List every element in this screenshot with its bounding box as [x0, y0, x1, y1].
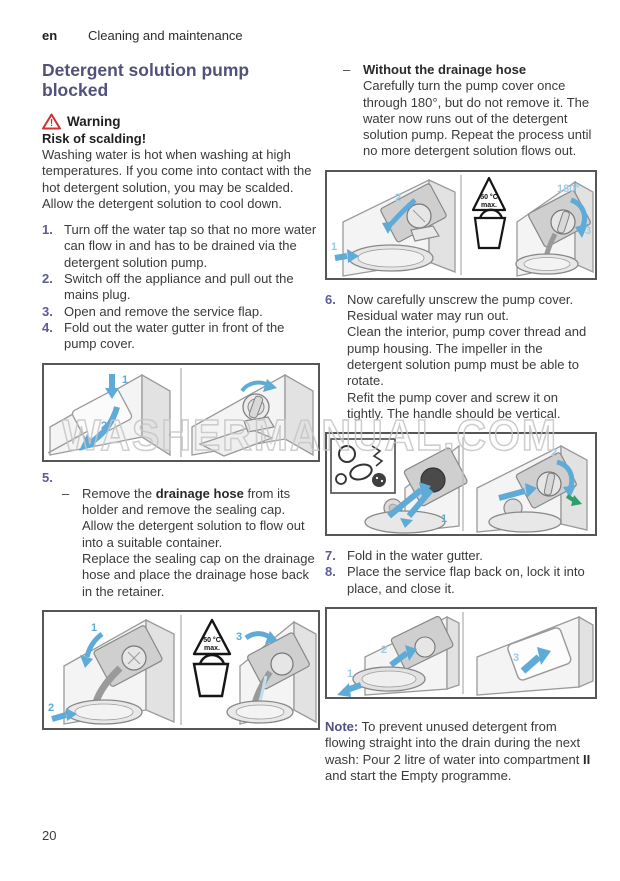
- step-5-text: Remove the drainage hose from its holder…: [82, 486, 320, 600]
- figure-step-label: 2: [551, 447, 557, 459]
- machine-corner-gutter-illustration: [191, 373, 314, 457]
- seal-parts-inset-illustration: [330, 438, 396, 494]
- step-number: 3.: [42, 303, 53, 319]
- right-column: – Without the drainage hose Carefully tu…: [325, 62, 597, 784]
- step-text: Open and remove the service flap.: [64, 303, 263, 319]
- note-compartment-II: II: [582, 751, 591, 767]
- figure-refit-flap: 1 2 3: [325, 607, 597, 700]
- figure-step-label: 1: [122, 374, 128, 386]
- risk-title: Risk of scalding!: [42, 131, 147, 146]
- figure-remove-flap: 1 2: [42, 362, 320, 462]
- page-number: 20: [42, 828, 57, 843]
- max-50c-bucket-illustration: 50 °C max.: [192, 618, 232, 698]
- warning-label: Warning: [67, 114, 121, 129]
- text-bold: drainage hose: [155, 485, 244, 501]
- risk-body: Washing water is hot when washing at hig…: [42, 147, 312, 211]
- step-number: 5.: [42, 469, 53, 485]
- warning-triangle-icon: !: [42, 113, 61, 130]
- close-flap-illustration: 3: [476, 615, 594, 696]
- language-tag: en: [42, 28, 58, 43]
- triangle-max-text: max.: [481, 202, 497, 209]
- figure-step-label: 3: [585, 225, 591, 237]
- dash-bullet: –: [343, 62, 351, 77]
- open-pump-housing-illustration: 1: [364, 444, 468, 534]
- note-pre: To prevent unused detergent from flowing…: [325, 719, 583, 767]
- figure-unscrew-cover: 1 2: [325, 432, 597, 537]
- without-hose-body: Carefully turn the pump cover once throu…: [363, 78, 592, 159]
- fold-in-gutter-illustration: 1 2: [337, 615, 460, 698]
- svg-text:!: !: [50, 118, 53, 129]
- step-1: 1. Turn off the water tap so that no mor…: [42, 222, 320, 271]
- step-number: 4.: [42, 319, 53, 335]
- step-3: 3. Open and remove the service flap.: [42, 304, 320, 320]
- triangle-max-text: max.: [204, 645, 220, 652]
- step-number: 1.: [42, 222, 53, 238]
- step-number: 8.: [325, 564, 336, 580]
- without-hose-item: – Without the drainage hose Carefully tu…: [325, 62, 597, 160]
- dash-bullet: –: [62, 485, 70, 501]
- figure-step-label: 1: [441, 513, 447, 525]
- step-text: Turn off the water tap so that no more w…: [64, 222, 317, 270]
- step-5-subitem: – Remove the drainage hose from its hold…: [42, 486, 320, 600]
- without-hose-content: Without the drainage hose Carefully turn…: [363, 62, 597, 160]
- figure-step-label: 2: [395, 192, 401, 204]
- step-number: 2.: [42, 271, 53, 287]
- figure-180-label: 180°: [557, 183, 580, 195]
- machine-corner-illustration: 1 2: [47, 373, 171, 456]
- text-post: from its holder and remove the sealing c…: [82, 485, 315, 599]
- figure-step-label: 1: [347, 668, 353, 680]
- step-text: Switch off the appliance and pull out th…: [64, 271, 294, 303]
- note-post: and start the Empty programme.: [325, 767, 512, 783]
- figure-step-label: 1: [91, 622, 97, 634]
- figure-step-label: 2: [101, 420, 107, 432]
- warning-row: ! Warning: [42, 113, 320, 130]
- step-6: 6. Now carefully unscrew the pump cover.…: [325, 292, 597, 422]
- figure-step-label: 2: [381, 644, 387, 656]
- step-text: Fold out the water gutter in front of th…: [64, 319, 285, 352]
- hose-into-bowl-illustration: 1 2: [48, 618, 175, 725]
- text-pre: Remove the: [82, 485, 156, 501]
- left-column: Detergent solution pump blocked ! Warnin…: [42, 60, 320, 730]
- figure-step-label: 3: [236, 631, 242, 643]
- step-text: Place the service flap back on, lock it …: [347, 564, 585, 596]
- step-4: 4. Fold out the water gutter in front of…: [42, 320, 320, 353]
- step-5: 5.: [42, 470, 320, 486]
- figure-step-label: 3: [513, 652, 519, 664]
- figure-turn-cover-180: 1 2 50 °C max.: [325, 169, 597, 280]
- steps-1-4: 1. Turn off the water tap so that no mor…: [42, 222, 320, 352]
- cover-rotate-illustration: 3 180°: [515, 180, 594, 277]
- steps-7-8: 7. Fold in the water gutter. 8. Place th…: [325, 548, 597, 597]
- note-label: Note:: [325, 719, 359, 735]
- triangle-max-temp-text: 50 °C: [203, 636, 221, 644]
- step-7: 7. Fold in the water gutter.: [325, 548, 597, 564]
- step-number: 7.: [325, 548, 336, 564]
- step-text: Fold in the water gutter.: [347, 548, 483, 564]
- max-50c-bucket-illustration: 50 °C max.: [471, 176, 507, 249]
- step-number: 6.: [325, 291, 336, 307]
- note-paragraph: Note: To prevent unused detergent from f…: [325, 719, 597, 784]
- chapter-header: Cleaning and maintenance: [88, 28, 243, 43]
- figure-drain-hose: 1 2 50 °C max.: [42, 609, 320, 730]
- page-title: Detergent solution pump blocked: [42, 60, 250, 100]
- step-8: 8. Place the service flap back on, lock …: [325, 564, 597, 597]
- bowl-under-cover-illustration: 1 2: [331, 178, 456, 277]
- hose-draining-illustration: 3: [226, 620, 317, 725]
- step-2: 2. Switch off the appliance and pull out…: [42, 271, 320, 304]
- triangle-max-temp-text: 50 °C: [480, 193, 498, 201]
- without-hose-title: Without the drainage hose: [363, 62, 527, 77]
- figure-step-label: 2: [48, 702, 54, 714]
- figure-step-label: 1: [331, 241, 337, 253]
- refit-cover-illustration: 2: [476, 445, 588, 533]
- step-text: Now carefully unscrew the pump cover. Re…: [347, 291, 587, 421]
